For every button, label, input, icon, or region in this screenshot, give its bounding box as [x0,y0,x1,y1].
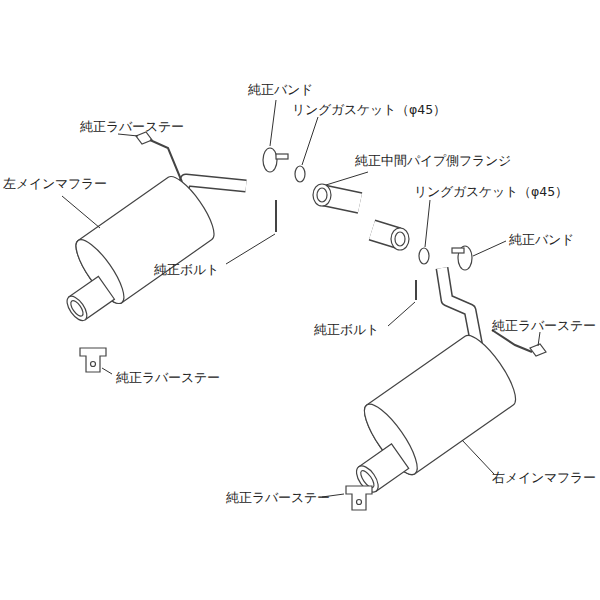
part-label: 純正バンド [509,232,574,247]
part-label: リングガスケット（φ45） [292,102,446,117]
flange [391,228,409,250]
part-label: 純正バンド [248,82,313,97]
left-muffler [40,170,222,329]
part-label: 純正ラバーステー [492,318,596,333]
part-label: 純正ラバーステー [116,370,220,385]
ring-gasket [295,166,305,182]
part-label: 純正中間パイプ側フランジ [355,153,511,168]
rubber-stay [346,486,372,510]
part-label: 純正ボルト [314,322,379,337]
part-label: 純正ラバーステー [226,490,330,505]
pipe-band [263,148,277,172]
flange [313,184,331,206]
part-label: 右メインマフラー [492,470,596,485]
ring-gasket [419,248,429,264]
part-label: 純正ボルト [154,262,219,277]
part-label: 左メインマフラー [3,176,107,191]
part-label: リングガスケット（φ45） [414,184,568,199]
leader-lines [62,100,540,497]
part-label: 純正ラバーステー [80,119,184,134]
